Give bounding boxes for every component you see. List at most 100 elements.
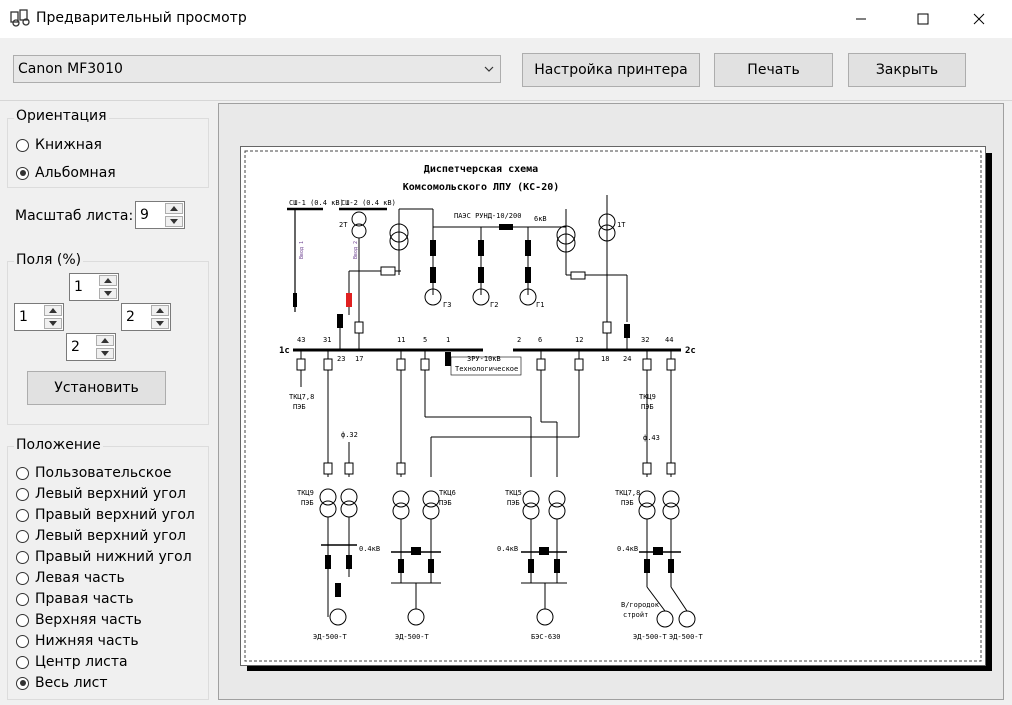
preview-canvas[interactable]: Диспетчерская схема Комсомольского ЛПУ (… — [218, 103, 1004, 700]
cell-23: 23 — [337, 355, 345, 363]
cell-43: 43 — [297, 336, 305, 344]
orientation-title: Ориентация — [14, 108, 109, 124]
margin-left-value[interactable]: 1 — [19, 309, 28, 325]
radio-position-whole[interactable]: Весь лист — [16, 675, 108, 691]
cell-11: 11 — [397, 336, 405, 344]
vvod2-label: Ввод 2 — [353, 241, 359, 259]
radio-circle[interactable] — [16, 655, 29, 669]
cell-24: 24 — [623, 355, 631, 363]
minimize-button[interactable] — [838, 0, 884, 38]
radio-label: Нижняя часть — [35, 633, 139, 649]
zru-tech-label: Технологическое — [455, 365, 518, 373]
chevron-down-icon — [484, 66, 494, 72]
sh2-label: СШ-2 (0.4 кВ) — [341, 199, 396, 207]
maximize-button[interactable] — [900, 0, 946, 38]
radio-circle[interactable] — [16, 487, 29, 501]
radio-circle[interactable] — [16, 613, 29, 627]
margin-top-stepper[interactable]: 1 — [69, 273, 119, 301]
scale-label: Масштаб листа: — [15, 208, 134, 224]
ed-label-2: ЭД-500-Т — [395, 633, 430, 641]
tkc78-label: ТКЦ7,8 — [615, 489, 640, 497]
radio-label: Левая часть — [35, 570, 125, 586]
margin-right-up-button[interactable] — [151, 305, 169, 316]
scale-stepper[interactable]: 9 — [135, 201, 185, 229]
margin-top-down-button[interactable] — [99, 288, 117, 299]
margin-right-value[interactable]: 2 — [126, 309, 135, 325]
tkc9-top-label: ТКЦ9 — [639, 393, 656, 401]
radio-position-left[interactable]: Левая часть — [16, 570, 125, 586]
margin-bottom-down-button[interactable] — [96, 348, 114, 359]
radio-position-center[interactable]: Центр листа — [16, 654, 128, 670]
margin-left-stepper[interactable]: 1 — [14, 303, 64, 331]
radio-circle[interactable] — [16, 571, 29, 585]
radio-portrait-circle[interactable] — [16, 138, 29, 152]
margin-right-stepper[interactable]: 2 — [121, 303, 171, 331]
radio-circle[interactable] — [16, 529, 29, 543]
cell-31: 31 — [323, 336, 331, 344]
bus-1c-label: 1с — [279, 346, 290, 356]
radio-landscape-circle[interactable] — [16, 166, 29, 180]
peb-label-3: ПЭБ — [301, 499, 314, 507]
g3-label: Г3 — [443, 301, 451, 309]
close-window-button[interactable] — [956, 0, 1002, 38]
preview-page: Диспетчерская схема Комсомольского ЛПУ (… — [240, 146, 986, 666]
margin-bottom-up-button[interactable] — [96, 335, 114, 346]
bus-2c-label: 2с — [685, 346, 696, 356]
radio-position-top-right[interactable]: Правый верхний угол — [16, 507, 195, 523]
scale-up-button[interactable] — [165, 203, 183, 214]
close-button[interactable]: Закрыть — [848, 53, 966, 87]
cell-32: 32 — [641, 336, 649, 344]
f32-label: ф.32 — [341, 431, 358, 439]
radio-position-bottom-right[interactable]: Правый нижний угол — [16, 549, 192, 565]
radio-circle[interactable] — [16, 634, 29, 648]
maximize-icon — [917, 13, 929, 25]
f43-label: ф.43 — [643, 434, 660, 442]
margin-right-down-button[interactable] — [151, 318, 169, 329]
ed-label-4: ЭД-500-Т — [669, 633, 704, 641]
printer-select[interactable]: Canon MF3010 — [13, 55, 501, 83]
radio-portrait[interactable]: Книжная — [16, 137, 102, 153]
position-group — [7, 446, 209, 700]
tp-group-2 — [391, 490, 441, 626]
margin-left-down-button[interactable] — [44, 318, 62, 329]
red-breaker — [346, 293, 352, 307]
margins-title: Поля (%) — [14, 252, 84, 268]
preview-area: Диспетчерская схема Комсомольского ЛПУ (… — [216, 101, 1012, 705]
apply-margins-button[interactable]: Установить — [27, 371, 166, 405]
radio-landscape[interactable]: Альбомная — [16, 165, 116, 181]
radio-label: Весь лист — [35, 675, 108, 691]
tkc78-top-label: ТКЦ7,8 — [289, 393, 314, 401]
title-bar: Предварительный просмотр — [0, 0, 1012, 38]
margin-bottom-value[interactable]: 2 — [71, 339, 80, 355]
scale-value[interactable]: 9 — [140, 207, 149, 223]
margin-top-up-button[interactable] — [99, 275, 117, 286]
margin-bottom-stepper[interactable]: 2 — [66, 333, 116, 361]
radio-circle[interactable] — [16, 550, 29, 564]
printer-setup-button[interactable]: Настройка принтера — [522, 53, 700, 87]
radio-circle[interactable] — [16, 676, 29, 690]
g2-label: Г2 — [490, 301, 498, 309]
radio-circle[interactable] — [16, 508, 29, 522]
radio-position-custom[interactable]: Пользовательское — [16, 465, 171, 481]
radio-position-bottom[interactable]: Нижняя часть — [16, 633, 139, 649]
radio-label: Пользовательское — [35, 465, 172, 481]
print-button[interactable]: Печать — [714, 53, 833, 87]
radio-position-right[interactable]: Правая часть — [16, 591, 134, 607]
radio-position-top[interactable]: Верхняя часть — [16, 612, 142, 628]
cell-2: 2 — [517, 336, 521, 344]
arrow-up-icon — [104, 278, 112, 283]
margins-group — [7, 261, 209, 425]
radio-circle[interactable] — [16, 592, 29, 606]
margin-left-up-button[interactable] — [44, 305, 62, 316]
scale-down-button[interactable] — [165, 216, 183, 227]
radio-position-top-left[interactable]: Левый верхний угол — [16, 486, 186, 502]
arrow-up-icon — [170, 206, 178, 211]
vvod1-label: Ввод 1 — [299, 241, 305, 259]
radio-circle[interactable] — [16, 466, 29, 480]
kv04-label-1: 0.4кВ — [359, 545, 380, 553]
arrow-up-icon — [101, 338, 109, 343]
radio-position-bottom-left[interactable]: Левый верхний угол — [16, 528, 186, 544]
kv04-label-3: 0.4кВ — [617, 545, 638, 553]
margin-top-value[interactable]: 1 — [74, 279, 83, 295]
arrow-down-icon — [156, 321, 164, 326]
